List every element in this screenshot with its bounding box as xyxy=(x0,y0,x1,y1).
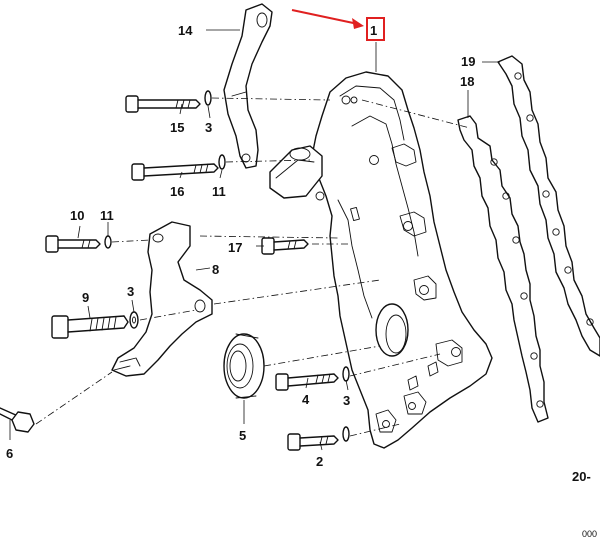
washer-11a xyxy=(104,235,112,249)
callout-5: 5 xyxy=(239,428,246,443)
cover-housing xyxy=(269,145,325,201)
bolt-6 xyxy=(0,407,35,433)
callout-15: 15 xyxy=(170,120,184,135)
callout-10: 10 xyxy=(70,208,84,223)
bracket-8 xyxy=(111,221,213,377)
gasket-18 xyxy=(457,115,549,423)
callout-3c: 3 xyxy=(343,393,350,408)
bolt-15 xyxy=(125,95,201,113)
callout-17: 17 xyxy=(228,240,242,255)
bolt-9 xyxy=(51,315,129,339)
callout-2: 2 xyxy=(316,454,323,469)
bolt-10 xyxy=(45,235,101,253)
figure-code: 000 xyxy=(582,529,597,539)
bolt-4 xyxy=(275,373,339,391)
washer-3b xyxy=(129,311,139,329)
bolt-17 xyxy=(261,237,309,255)
figure-ref: 20- xyxy=(572,469,591,484)
washer-3a xyxy=(204,90,212,106)
bolt-2 xyxy=(287,433,339,451)
callout-8: 8 xyxy=(212,262,219,277)
callout-4: 4 xyxy=(302,392,310,407)
oil-seal-5 xyxy=(223,333,265,399)
callout-3b: 3 xyxy=(127,284,134,299)
callout-18: 18 xyxy=(460,74,474,89)
callout-16: 16 xyxy=(170,184,184,199)
gasket-19 xyxy=(497,55,600,357)
bolt-16 xyxy=(131,163,219,181)
timing-cover xyxy=(311,71,493,449)
callout-3a: 3 xyxy=(205,120,212,135)
callout-14: 14 xyxy=(178,23,193,38)
washer-2 xyxy=(342,426,350,442)
washer-3c xyxy=(342,366,350,382)
washer-11b xyxy=(218,154,226,170)
highlight-arrow xyxy=(291,9,385,41)
leader-lines xyxy=(9,29,500,451)
callout-19: 19 xyxy=(461,54,475,69)
callout-11b: 11 xyxy=(212,184,226,199)
bracket-14 xyxy=(223,3,273,169)
callout-6: 6 xyxy=(6,446,13,461)
alignment-lines xyxy=(35,97,471,437)
callout-1: 1 xyxy=(370,23,377,38)
callout-11a: 11 xyxy=(100,208,114,223)
callout-9: 9 xyxy=(82,290,89,305)
